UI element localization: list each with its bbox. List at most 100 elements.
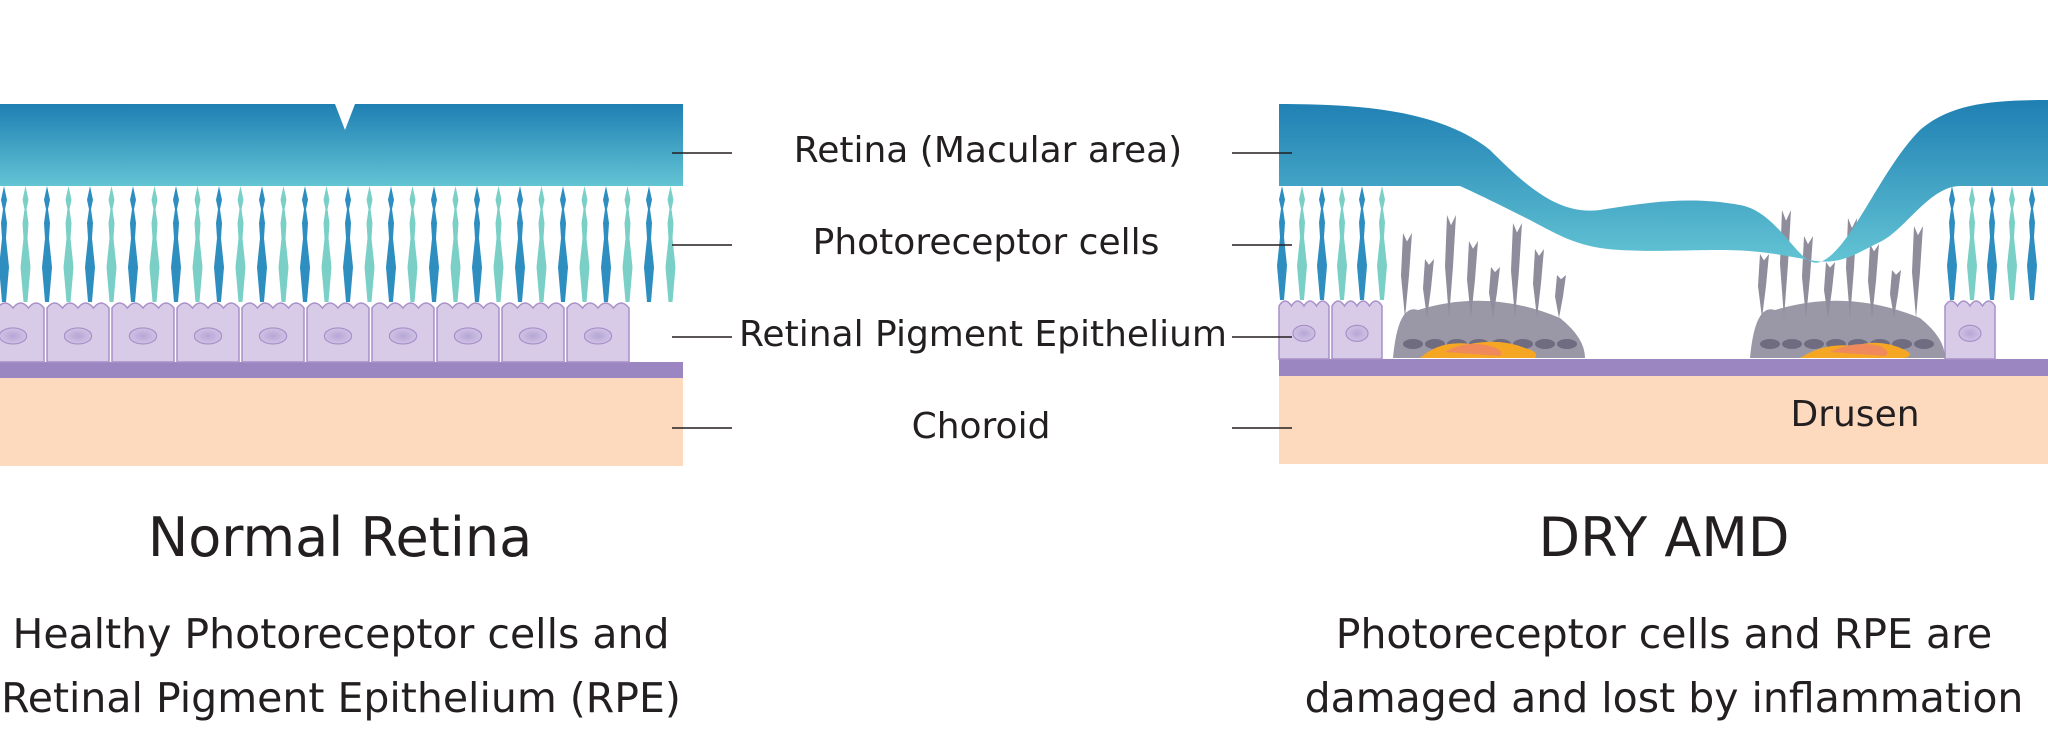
cone-cell: [63, 186, 74, 302]
normal-retina-caption: Healthy Photoreceptor cells and Retinal …: [1, 602, 681, 730]
cone-cell: [106, 186, 117, 302]
rpe-nucleus: [518, 327, 548, 345]
rod-cell: [214, 186, 224, 302]
cone-cell: [493, 186, 504, 302]
drusen-deposit-right-core: [1830, 344, 1888, 356]
dry-rpe-cells: [1278, 300, 1996, 360]
dry-caption-line-1: Photoreceptor cells and RPE are: [1335, 610, 1993, 658]
rpe-nucleus: [193, 327, 223, 345]
rod-cell: [2027, 186, 2037, 300]
label-drusen: Drusen: [1790, 394, 1920, 435]
rod-cell: [42, 186, 52, 302]
damaged-photoreceptor: [1401, 233, 1412, 318]
dry-caption-line-2: damaged and lost by inflammation: [1304, 674, 2024, 722]
rod-cell: [257, 186, 267, 302]
normal-photoreceptors: [0, 186, 676, 302]
cone-cell: [1967, 186, 1977, 300]
damaged-nucleus: [1403, 339, 1423, 349]
cone-cell: [579, 186, 590, 302]
rod-cell: [429, 186, 439, 302]
damaged-photoreceptor: [1802, 236, 1813, 318]
normal-retina-title: Normal Retina: [147, 506, 533, 569]
damaged-photoreceptor: [1912, 226, 1923, 318]
rod-cell: [128, 186, 138, 302]
cone-cell: [665, 186, 676, 302]
cone-cell: [450, 186, 461, 302]
rod-cell: [1987, 186, 1997, 300]
rpe-nucleus: [128, 327, 158, 345]
rod-cell: [1317, 186, 1327, 300]
damaged-nucleus: [1892, 339, 1912, 349]
rod-cell: [0, 186, 9, 302]
rod-cell: [1277, 186, 1287, 300]
rod-cell: [300, 186, 310, 302]
label-choroid: Choroid: [911, 406, 1051, 447]
normal-caption-line-2: Retinal Pigment Epithelium (RPE): [1, 674, 681, 722]
drusen-deposits: [1420, 341, 1910, 358]
rod-cell: [85, 186, 95, 302]
rpe-nucleus: [0, 327, 28, 345]
rpe-nucleus: [453, 327, 483, 345]
cone-cell: [536, 186, 547, 302]
damaged-nucleus: [1914, 339, 1934, 349]
rpe-nucleus: [388, 327, 418, 345]
cone-cell: [2007, 186, 2017, 300]
rpe-nucleus: [258, 327, 288, 345]
rpe-nucleus: [63, 327, 93, 345]
damaged-nucleus: [1804, 339, 1824, 349]
rpe-nucleus: [1958, 324, 1982, 342]
normal-choroid-layer: [0, 378, 683, 466]
cone-cell: [622, 186, 633, 302]
rod-cell: [386, 186, 396, 302]
damaged-photoreceptor: [1511, 223, 1522, 318]
leader-lines: [672, 152, 1292, 429]
damaged-photoreceptor: [1423, 259, 1434, 318]
damaged-photoreceptor: [1533, 249, 1544, 318]
cone-cell: [364, 186, 375, 302]
damaged-photoreceptor: [1824, 262, 1835, 318]
label-retinal-pigment-epithelium: Retinal Pigment Epithelium: [739, 314, 1227, 355]
damaged-photoreceptor: [1467, 241, 1478, 318]
rod-cell: [601, 186, 611, 302]
cone-cell: [1377, 186, 1387, 300]
normal-bruch-membrane: [0, 362, 683, 378]
rod-cell: [644, 186, 654, 302]
damaged-photoreceptor: [1758, 254, 1769, 318]
rod-cell: [1357, 186, 1367, 300]
damaged-nucleus: [1557, 339, 1577, 349]
normal-retina-panel: [0, 104, 683, 466]
rpe-nucleus: [323, 327, 353, 345]
damaged-nucleus: [1760, 339, 1780, 349]
dry-amd-panel: [1277, 100, 2048, 464]
damaged-nucleus: [1782, 339, 1802, 349]
rod-cell: [1947, 186, 1957, 300]
damaged-photoreceptor: [1780, 210, 1791, 318]
cone-cell: [407, 186, 418, 302]
rod-cell: [472, 186, 482, 302]
normal-caption-line-1: Healthy Photoreceptor cells and: [12, 610, 670, 658]
rod-cell: [343, 186, 353, 302]
damaged-photoreceptor: [1555, 275, 1566, 318]
cone-cell: [1337, 186, 1347, 300]
drusen-deposit-left-core: [1445, 344, 1502, 356]
cone-cell: [149, 186, 160, 302]
label-photoreceptor-cells: Photoreceptor cells: [812, 222, 1160, 263]
cone-cell: [278, 186, 289, 302]
damaged-photoreceptor: [1890, 270, 1901, 318]
rpe-nucleus: [1292, 324, 1316, 342]
cone-cell: [321, 186, 332, 302]
damaged-nucleus: [1535, 339, 1555, 349]
normal-retina-layer: [0, 104, 683, 186]
damaged-photoreceptor: [1445, 215, 1456, 318]
dry-amd-caption: Photoreceptor cells and RPE are damaged …: [1305, 602, 2024, 730]
cone-cell: [235, 186, 246, 302]
damaged-photoreceptor: [1489, 267, 1500, 318]
label-retina: Retina (Macular area): [793, 130, 1183, 171]
rod-cell: [171, 186, 181, 302]
rpe-nucleus: [1345, 324, 1369, 342]
cone-cell: [1297, 186, 1307, 300]
damaged-photoreceptor: [1868, 244, 1879, 318]
dry-bruch-membrane: [1279, 359, 2048, 376]
normal-rpe-cells: [0, 302, 630, 363]
